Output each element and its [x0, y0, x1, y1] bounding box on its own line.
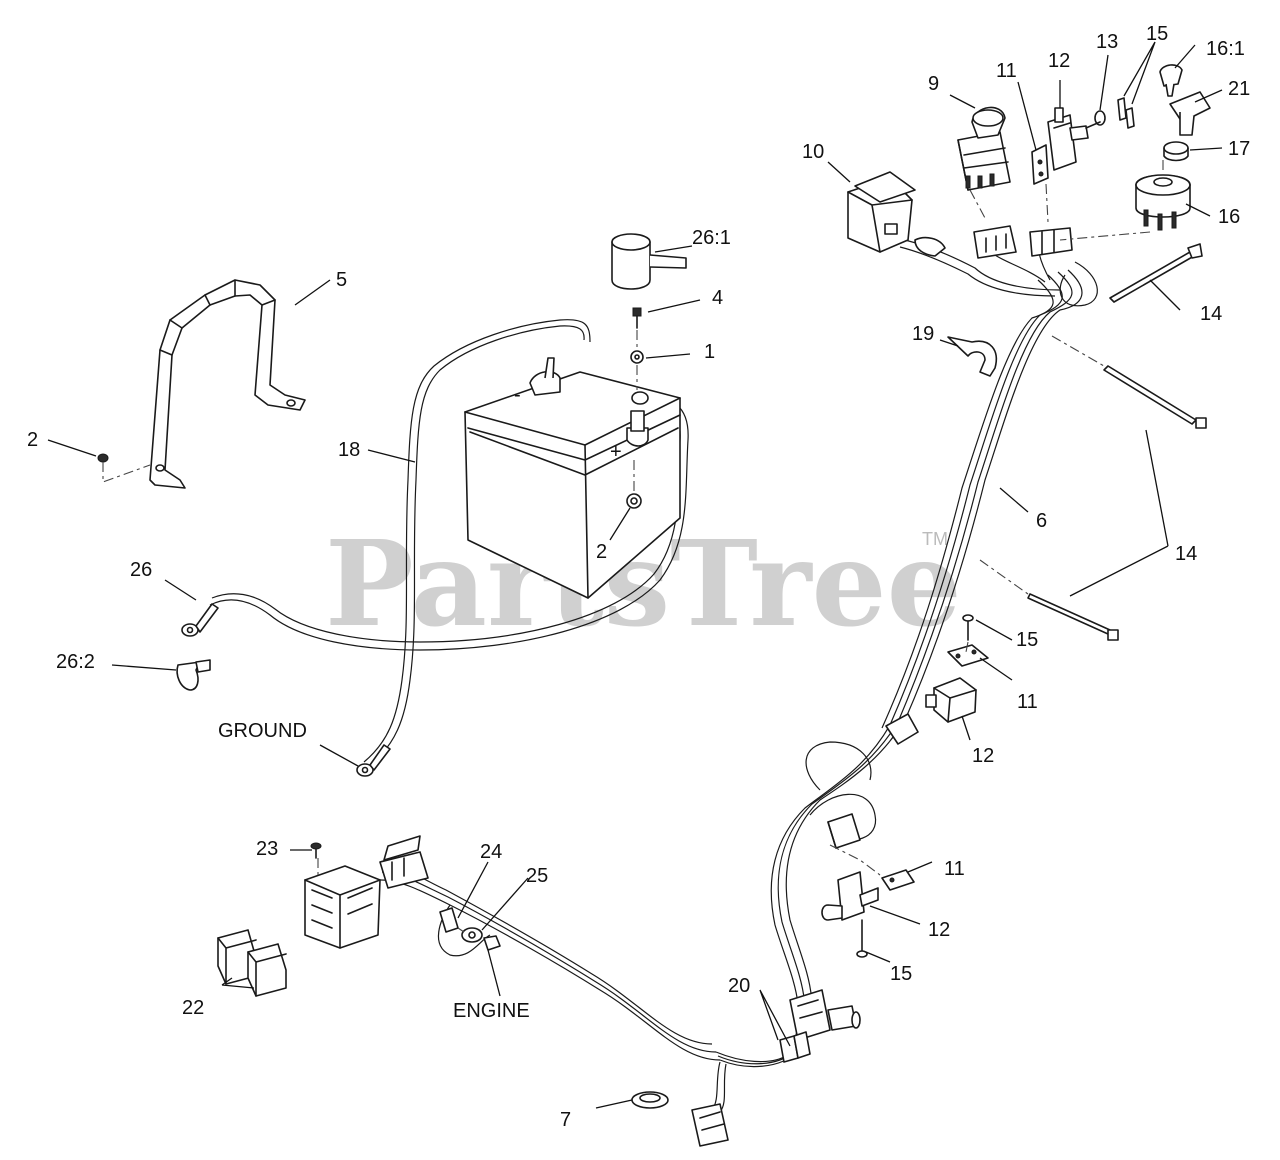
nut-left [97, 453, 151, 483]
callout-labels: 1 2 2 4 5 6 7 9 10 11 11 11 12 12 12 13 … [27, 23, 1250, 1131]
callout-17: 17 [1228, 138, 1250, 160]
screws-top [1085, 97, 1135, 129]
callout-9: 9 [928, 73, 939, 95]
hour-meter [847, 171, 946, 257]
battery: - + [464, 357, 681, 599]
callout-26-2: 26:2 [56, 651, 95, 673]
callout-12-middle: 12 [972, 745, 994, 767]
callout-18: 18 [338, 439, 360, 461]
interlock-switch-middle [885, 614, 989, 745]
harness-clip [947, 336, 997, 377]
seat-switch-top [1045, 107, 1089, 223]
callout-4: 4 [712, 287, 723, 309]
ignition-switch [1059, 158, 1191, 241]
callout-26-1: 26:1 [692, 227, 731, 249]
label-ground: GROUND [218, 720, 307, 742]
callout-16: 16 [1218, 206, 1240, 228]
callout-22: 22 [182, 997, 204, 1019]
battery-negative-mark: - [514, 384, 521, 406]
callout-16-1: 16:1 [1206, 38, 1245, 60]
callout-6: 6 [1036, 510, 1047, 532]
callout-11-middle: 11 [1017, 691, 1038, 713]
relay-socket-cluster [304, 835, 429, 949]
callout-10: 10 [802, 141, 824, 163]
terminal-hardware [630, 307, 649, 492]
callout-19: 19 [912, 323, 934, 345]
grommet [631, 1091, 669, 1109]
bottom-connector [691, 1103, 729, 1147]
callout-14-top: 14 [1200, 303, 1222, 325]
callout-21: 21 [1228, 78, 1250, 100]
callout-2-left: 2 [27, 429, 38, 451]
callout-23: 23 [256, 838, 278, 860]
callout-2-battery: 2 [596, 541, 607, 563]
callout-20: 20 [728, 975, 750, 997]
ignition-keys [1159, 64, 1211, 136]
relays [217, 929, 287, 997]
harness-connectors [779, 989, 861, 1063]
callout-15-lower: 15 [890, 963, 912, 985]
spacer-plate-top [1031, 144, 1049, 185]
callout-12-lower: 12 [928, 919, 950, 941]
callout-26: 26 [130, 559, 152, 581]
callout-15-top: 15 [1146, 23, 1168, 45]
callout-11-top: 11 [996, 60, 1017, 82]
callout-15-middle: 15 [1016, 629, 1038, 651]
ground-bolt-washer [439, 907, 501, 951]
callout-13: 13 [1096, 31, 1118, 53]
switch-connector [973, 225, 1073, 259]
ring-terminals [176, 603, 391, 777]
callout-5: 5 [336, 269, 347, 291]
callout-24: 24 [480, 841, 502, 863]
battery-positive-mark: + [610, 441, 622, 463]
label-engine: ENGINE [453, 1000, 530, 1022]
watermark-trademark: TM [922, 529, 948, 549]
callout-12-top: 12 [1048, 50, 1070, 72]
interlock-switch-lower [821, 813, 915, 958]
callout-14-lower: 14 [1175, 543, 1197, 565]
terminal-boot [611, 233, 687, 290]
pto-switch [957, 106, 1011, 219]
callout-11-lower: 11 [944, 858, 965, 880]
ignition-nut [1163, 141, 1189, 162]
callout-1: 1 [704, 341, 715, 363]
callout-7: 7 [560, 1109, 571, 1131]
cable-ties [979, 243, 1207, 641]
leader-lines [47, 41, 1223, 1109]
battery-hold-down-strap [149, 279, 306, 489]
callout-25: 25 [526, 865, 548, 887]
washer-1 [630, 350, 644, 364]
